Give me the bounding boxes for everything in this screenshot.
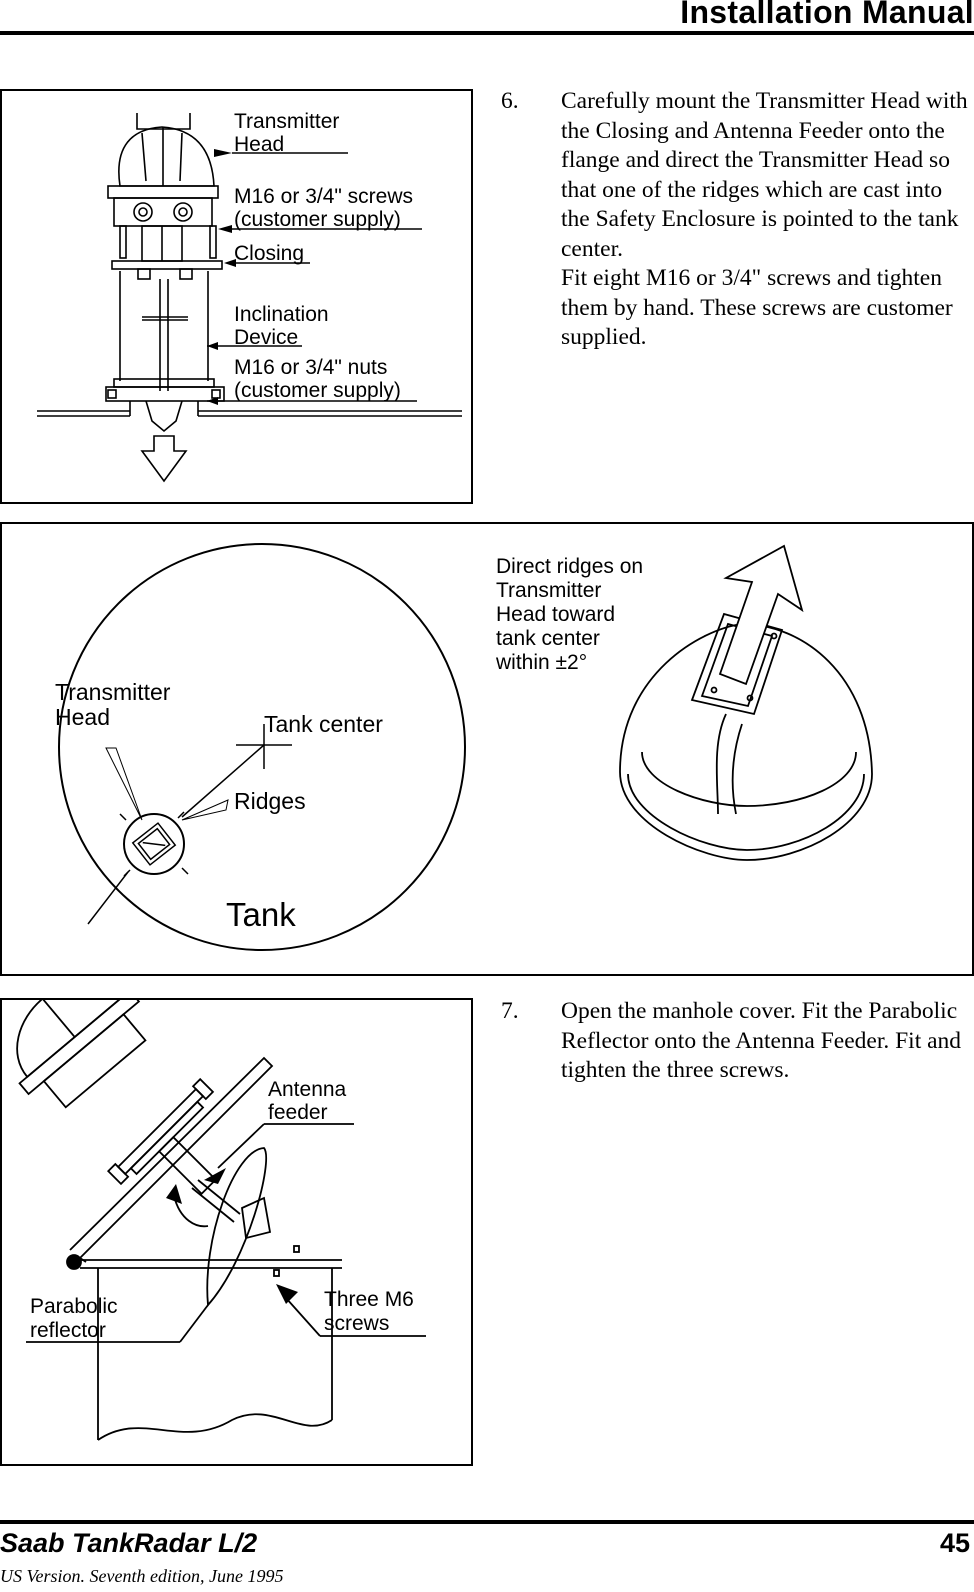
figure-ridge-orientation: Transmitter Head Tank center Ridges Tank… [0, 522, 974, 976]
footer-edition: US Version. Seventh edition, June 1995 [0, 1566, 284, 1586]
label-screws-2: (customer supply) [234, 208, 401, 231]
step-7-paragraph-1: Open the manhole cover. Fit the Paraboli… [561, 998, 962, 1083]
label-parabolic-1: Parabolic [30, 1295, 118, 1318]
figure-parabolic-reflector: Antenna feeder Parabolic reflector Three… [0, 998, 473, 1466]
ridge-orientation-drawing: Transmitter Head Tank center Ridges Tank… [55, 543, 873, 951]
label-ridges: Ridges [234, 788, 306, 814]
label-antenna-2: feeder [268, 1101, 328, 1124]
figure-transmitter-mounting: Transmitter Head M16 or 3/4" screws (cus… [0, 89, 473, 504]
label-screws-1: M16 or 3/4" screws [234, 185, 413, 208]
label-inclination-2: Device [234, 326, 298, 349]
label-direct-5: within ±2° [495, 651, 587, 674]
label-three-screws-2: screws [324, 1312, 389, 1335]
label-tank-center: Tank center [264, 711, 383, 737]
step-6-number: 6. [501, 88, 519, 114]
label-transmitter-head-2: Head [234, 133, 284, 156]
label-direct-2: Transmitter [496, 579, 601, 602]
parabolic-reflector-drawing: Antenna feeder Parabolic reflector Three… [16, 1000, 426, 1441]
page-header-title: Installation Manual [680, 0, 974, 30]
label-fig2-transmitter-1: Transmitter [55, 679, 171, 705]
label-antenna-1: Antenna [268, 1078, 347, 1101]
label-parabolic-2: reflector [30, 1319, 106, 1342]
header-rule [0, 31, 974, 35]
step-6-paragraph-1: Carefully mount the Transmitter Head wit… [561, 88, 968, 262]
label-direct-4: tank center [496, 627, 600, 650]
label-fig2-transmitter-2: Head [55, 704, 110, 730]
label-transmitter-head-1: Transmitter [234, 110, 339, 133]
label-direct-3: Head toward [496, 603, 615, 626]
label-tank: Tank [226, 896, 296, 933]
label-three-screws-1: Three M6 [324, 1288, 414, 1311]
label-inclination-1: Inclination [234, 303, 329, 326]
footer-rule [0, 1520, 974, 1524]
label-nuts-1: M16 or 3/4" nuts [234, 356, 387, 379]
step-7-number: 7. [501, 998, 519, 1024]
label-closing: Closing [234, 242, 304, 265]
page-number: 45 [939, 1528, 970, 1558]
label-nuts-2: (customer supply) [234, 379, 401, 402]
transmitter-mounting-drawing: Transmitter Head M16 or 3/4" screws (cus… [37, 110, 462, 483]
footer-brand: Saab TankRadar L/2 [0, 1528, 258, 1558]
step-6-paragraph-2: Fit eight M16 or 3/4" screws and tighten… [561, 265, 953, 350]
label-direct-1: Direct ridges on [496, 555, 643, 578]
tank-outline [58, 543, 466, 951]
